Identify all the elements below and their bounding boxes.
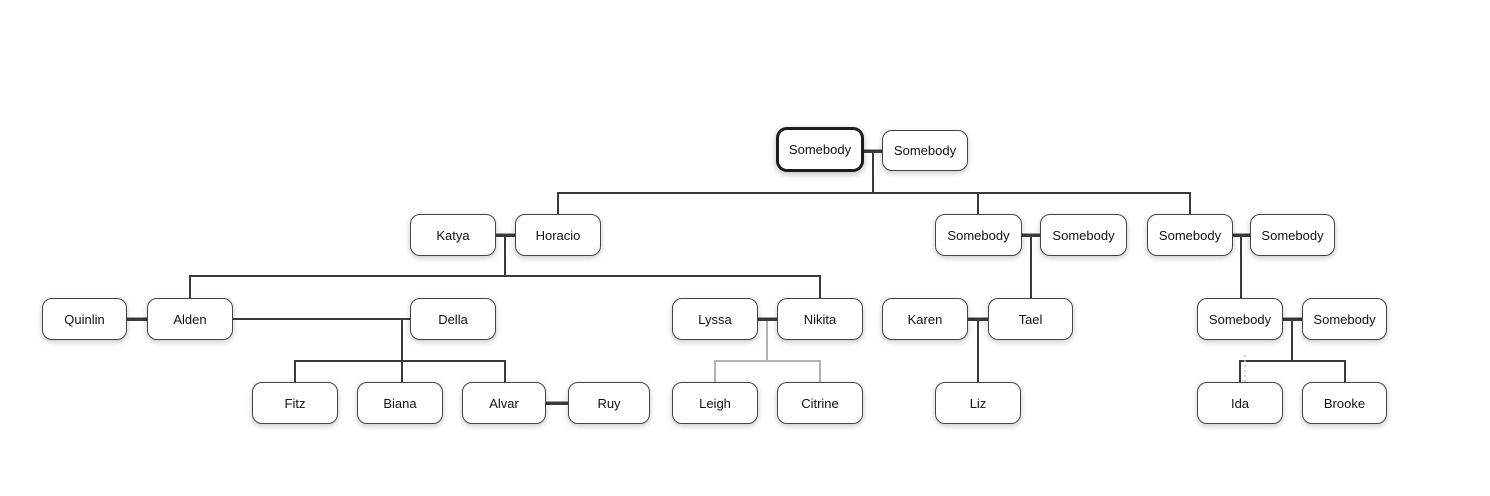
person-label: Fitz	[284, 395, 306, 411]
person-label: Karen	[907, 311, 943, 327]
person-node-somebody-3[interactable]: Somebody	[935, 214, 1022, 256]
person-node-somebody-5[interactable]: Somebody	[1147, 214, 1233, 256]
person-node-katya[interactable]: Katya	[410, 214, 496, 256]
person-label: Somebody	[1313, 311, 1376, 327]
person-node-quinlin[interactable]: Quinlin	[42, 298, 127, 340]
person-label: Tael	[1018, 311, 1043, 327]
person-node-root-somebody[interactable]: Somebody	[776, 127, 864, 172]
person-label: Ida	[1230, 395, 1250, 411]
person-label: Leigh	[699, 395, 731, 411]
link-gen2-sibling-bus	[557, 192, 1191, 214]
person-label: Nikita	[803, 311, 837, 327]
person-label: Somebody	[1261, 227, 1324, 243]
link-gen3-left-sibling-bus	[189, 275, 821, 298]
person-node-somebody-4[interactable]: Somebody	[1040, 214, 1127, 256]
person-node-somebody-7[interactable]: Somebody	[1197, 298, 1283, 340]
person-node-tael[interactable]: Tael	[988, 298, 1073, 340]
link-gen4-right-sibling-bus	[1239, 360, 1346, 382]
person-label: Della	[438, 311, 468, 327]
person-node-brooke[interactable]: Brooke	[1302, 382, 1387, 424]
person-label: Biana	[383, 395, 417, 411]
person-node-leigh[interactable]: Leigh	[672, 382, 758, 424]
link-gen4-muted-sibling-bus	[714, 360, 821, 382]
person-node-alvar[interactable]: Alvar	[462, 382, 546, 424]
person-label: Liz	[969, 395, 987, 411]
person-label: Alden	[173, 311, 207, 327]
person-node-ruy[interactable]: Ruy	[568, 382, 650, 424]
person-label: Lyssa	[698, 311, 732, 327]
person-label: Somebody	[1052, 227, 1115, 243]
person-node-nikita[interactable]: Nikita	[777, 298, 863, 340]
person-node-della[interactable]: Della	[410, 298, 496, 340]
person-label: Quinlin	[64, 311, 105, 327]
person-label: Brooke	[1323, 395, 1366, 411]
person-label: Katya	[436, 227, 470, 243]
person-node-liz[interactable]: Liz	[935, 382, 1021, 424]
person-label: Somebody	[893, 143, 957, 158]
person-node-root-spouse-somebody[interactable]: Somebody	[882, 130, 968, 171]
person-node-somebody-8[interactable]: Somebody	[1302, 298, 1387, 340]
person-label: Somebody	[1208, 311, 1272, 327]
person-node-horacio[interactable]: Horacio	[515, 214, 601, 256]
person-node-citrine[interactable]: Citrine	[777, 382, 863, 424]
person-label: Alvar	[489, 395, 519, 411]
person-label: Somebody	[947, 227, 1010, 243]
person-label: Somebody	[1158, 227, 1222, 243]
person-label: Somebody	[788, 142, 852, 157]
person-node-ida[interactable]: Ida	[1197, 382, 1283, 424]
person-node-biana[interactable]: Biana	[357, 382, 443, 424]
person-node-somebody-6[interactable]: Somebody	[1250, 214, 1335, 256]
person-node-karen[interactable]: Karen	[882, 298, 968, 340]
link-gen4-left-sibling-bus	[294, 360, 506, 382]
person-node-lyssa[interactable]: Lyssa	[672, 298, 758, 340]
person-node-alden[interactable]: Alden	[147, 298, 233, 340]
person-label: Citrine	[801, 395, 839, 411]
person-label: Horacio	[535, 227, 581, 243]
person-label: Ruy	[597, 395, 621, 411]
person-node-fitz[interactable]: Fitz	[252, 382, 338, 424]
